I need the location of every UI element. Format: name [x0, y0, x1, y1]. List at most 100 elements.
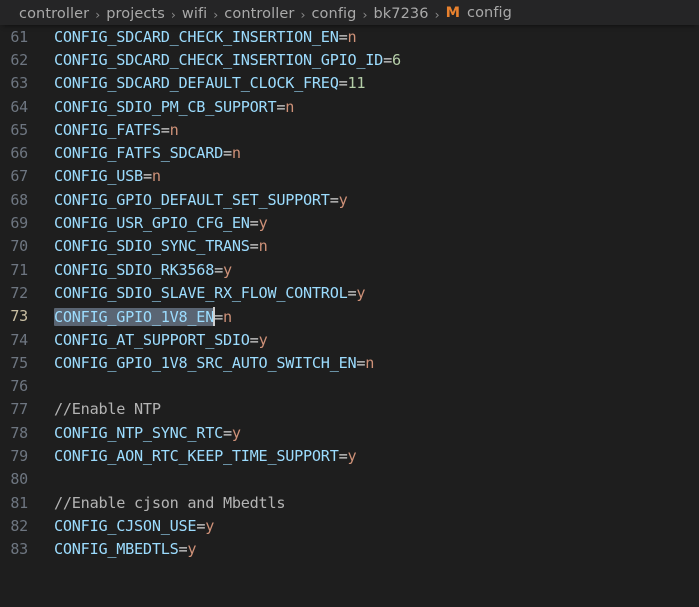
- code-line[interactable]: 77 //Enable NTP: [0, 398, 699, 421]
- code-line[interactable]: 76: [0, 374, 699, 397]
- breadcrumb-item-3[interactable]: controller: [224, 6, 295, 22]
- equals-token: =: [338, 74, 348, 93]
- line-content[interactable]: CONFIG_GPIO_1V8_SRC_AUTO_SWITCH_EN=n: [54, 354, 374, 372]
- breadcrumb-separator-icon: ›: [300, 6, 306, 22]
- line-number: 68: [10, 190, 28, 209]
- code-line[interactable]: 69 CONFIG_USR_GPIO_CFG_EN=y: [0, 211, 699, 234]
- breadcrumb-item-0[interactable]: controller: [19, 6, 90, 22]
- line-content[interactable]: CONFIG_MBEDTLS=y: [54, 540, 197, 559]
- line-number: 73: [10, 307, 28, 326]
- line-content[interactable]: CONFIG_FATFS=n: [54, 121, 179, 139]
- equals-token: =: [383, 50, 392, 69]
- line-content[interactable]: CONFIG_NTP_SYNC_RTC=y: [54, 424, 241, 442]
- line-content[interactable]: CONFIG_CJSON_USE=y: [54, 517, 214, 535]
- config-key-token: CONFIG_SDCARD_CHECK_INSERTION_EN: [54, 27, 339, 46]
- breadcrumb-separator-icon: ›: [213, 6, 219, 22]
- config-key-token: CONFIG_SDIO_SLAVE_RX_FLOW_CONTROL: [54, 283, 348, 302]
- code-line[interactable]: 65 CONFIG_FATFS=n: [0, 118, 699, 141]
- line-content[interactable]: CONFIG_AON_RTC_KEEP_TIME_SUPPORT=y: [54, 446, 357, 465]
- comment-token: //Enable cjson and Mbedtls: [54, 493, 286, 512]
- config-key-token: CONFIG_MBEDTLS: [54, 540, 179, 559]
- code-line[interactable]: 68 CONFIG_GPIO_DEFAULT_SET_SUPPORT=y: [0, 188, 699, 211]
- config-key-token: CONFIG_GPIO_1V8_SRC_AUTO_SWITCH_EN: [54, 353, 357, 372]
- equals-token: =: [276, 97, 286, 116]
- line-content[interactable]: CONFIG_SDIO_RK3568=y: [54, 261, 232, 279]
- comment-token: //Enable NTP: [54, 400, 161, 419]
- line-number: 65: [10, 120, 28, 139]
- equals-token: =: [214, 260, 223, 279]
- line-content[interactable]: CONFIG_AT_SUPPORT_SDIO=y: [54, 330, 268, 349]
- config-key-token: CONFIG_GPIO_DEFAULT_SET_SUPPORT: [54, 190, 330, 209]
- code-line[interactable]: 81//Enable cjson and Mbedtls: [0, 491, 699, 514]
- line-content[interactable]: CONFIG_SDIO_SLAVE_RX_FLOW_CONTROL=y: [54, 283, 366, 302]
- line-content[interactable]: //Enable cjson and Mbedtls: [54, 493, 286, 512]
- equals-token: =: [356, 353, 366, 372]
- line-content-blank[interactable]: [54, 470, 63, 488]
- line-number: 79: [10, 446, 28, 465]
- equals-token: =: [178, 540, 188, 559]
- line-content[interactable]: CONFIG_SDCARD_CHECK_INSERTION_EN=n: [54, 27, 357, 46]
- breadcrumb-item-2[interactable]: wifi: [181, 6, 208, 22]
- breadcrumb-separator-icon: ›: [434, 6, 440, 22]
- line-content-blank[interactable]: [54, 377, 63, 395]
- breadcrumb-item-4[interactable]: config: [311, 6, 357, 22]
- equals-token: =: [249, 237, 259, 256]
- config-key-token: CONFIG_AON_RTC_KEEP_TIME_SUPPORT: [54, 446, 339, 465]
- line-content[interactable]: CONFIG_SDIO_SYNC_TRANS=n: [54, 237, 268, 256]
- equals-token: =: [249, 330, 259, 349]
- equals-token: =: [160, 120, 170, 139]
- line-content[interactable]: CONFIG_GPIO_1V8_EN=n: [54, 306, 232, 326]
- code-line[interactable]: 61 CONFIG_SDCARD_CHECK_INSERTION_EN=n: [0, 25, 699, 48]
- config-key-token: CONFIG_SDIO_PM_CB_SUPPORT: [54, 97, 277, 116]
- config-value-token: y: [205, 516, 215, 535]
- line-number: 77: [10, 400, 28, 419]
- line-content[interactable]: CONFIG_FATFS_SDCARD=n: [54, 144, 241, 162]
- breadcrumb-file[interactable]: M config: [446, 5, 512, 21]
- breadcrumb-item-file[interactable]: config: [467, 4, 512, 21]
- breadcrumb-separator-icon: ›: [362, 6, 368, 22]
- code-line[interactable]: 79 CONFIG_AON_RTC_KEEP_TIME_SUPPORT=y: [0, 444, 699, 467]
- line-number: 61: [10, 27, 28, 46]
- config-value-token: y: [258, 330, 268, 349]
- line-content[interactable]: CONFIG_SDCARD_DEFAULT_CLOCK_FREQ=11: [54, 74, 366, 93]
- code-line[interactable]: 80: [0, 468, 699, 491]
- line-content[interactable]: CONFIG_USR_GPIO_CFG_EN=y: [54, 214, 268, 233]
- line-content[interactable]: CONFIG_SDIO_PM_CB_SUPPORT=n: [54, 98, 294, 116]
- equals-token: =: [222, 144, 232, 163]
- config-key-token: CONFIG_GPIO_1V8_EN: [54, 307, 215, 326]
- breadcrumb-item-1[interactable]: projects: [106, 6, 165, 22]
- breadcrumb-separator-icon: ›: [95, 6, 101, 22]
- line-content[interactable]: CONFIG_SDCARD_CHECK_INSERTION_GPIO_ID=6: [54, 51, 401, 69]
- config-value-token: y: [338, 190, 348, 209]
- config-value-token: y: [231, 423, 241, 442]
- line-content[interactable]: //Enable NTP: [54, 400, 161, 418]
- line-content[interactable]: CONFIG_GPIO_DEFAULT_SET_SUPPORT=y: [54, 191, 348, 209]
- breadcrumb: controller › projects › wifi › controller › conf…: [0, 0, 699, 25]
- config-value-token: n: [223, 307, 232, 326]
- line-number: 76: [10, 377, 28, 396]
- breadcrumb-item-5[interactable]: bk7236: [373, 6, 429, 22]
- line-number: 69: [10, 214, 28, 233]
- config-key-token: CONFIG_AT_SUPPORT_SDIO: [54, 330, 250, 349]
- code-line[interactable]: 73 CONFIG_GPIO_1V8_EN=n: [0, 305, 699, 328]
- line-content[interactable]: CONFIG_USB=n: [54, 167, 161, 185]
- config-key-token: CONFIG_FATFS_SDCARD: [54, 144, 223, 163]
- config-key-token: CONFIG_SDCARD_CHECK_INSERTION_GPIO_ID: [54, 50, 384, 69]
- config-key-token: CONFIG_USB: [54, 167, 143, 186]
- config-value-token: y: [258, 214, 268, 233]
